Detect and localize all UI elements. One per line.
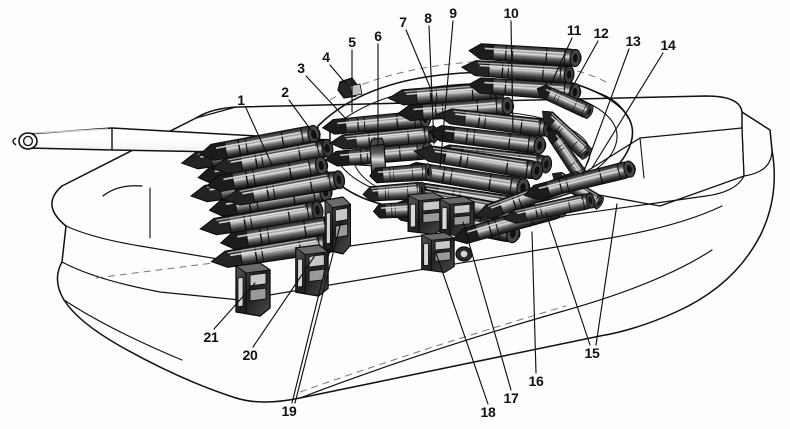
leader-line-15	[595, 203, 618, 346]
callout-number-20: 20	[242, 347, 258, 363]
leader-line-11	[550, 37, 573, 85]
callout-number-10: 10	[503, 5, 519, 21]
leader-line-16	[531, 231, 537, 374]
leader-line-20	[252, 256, 315, 348]
callout-number-19: 19	[281, 403, 297, 419]
leader-line-19	[291, 224, 337, 404]
callout-number-11: 11	[566, 22, 582, 38]
callout-number-13: 13	[625, 33, 641, 49]
leader-line-8	[428, 25, 435, 145]
callout-number-21: 21	[203, 329, 219, 345]
leader-line-15	[545, 212, 591, 346]
leader-line-4	[329, 64, 348, 86]
callout-number-17: 17	[503, 390, 519, 406]
callout-number-5: 5	[348, 34, 356, 50]
leader-line-19	[294, 221, 342, 404]
callout-number-15: 15	[584, 345, 600, 361]
stowage-clip	[407, 192, 445, 236]
callout-leader-lines	[213, 20, 664, 405]
stowage-clip	[235, 262, 271, 317]
stowage-clip	[324, 196, 352, 255]
callout-number-18: 18	[480, 404, 496, 420]
callout-number-8: 8	[424, 10, 432, 26]
deck-ammo-rack	[407, 169, 587, 274]
leader-line-9	[439, 20, 454, 169]
leader-line-18	[435, 252, 489, 405]
callout-number-1: 1	[237, 92, 245, 108]
callout-number-7: 7	[399, 14, 407, 30]
leader-line-1	[245, 107, 273, 166]
stowage-clip	[295, 244, 329, 297]
hull-outline	[51, 71, 776, 403]
leader-line-12	[567, 40, 599, 96]
callout-number-4: 4	[322, 49, 330, 65]
callout-number-2: 2	[281, 84, 289, 100]
leader-line-21	[213, 282, 256, 330]
callout-number-16: 16	[528, 373, 544, 389]
leader-line-2	[288, 99, 328, 153]
leader-line-7	[405, 29, 431, 88]
leader-line-10	[510, 20, 514, 133]
leader-line-13	[582, 48, 630, 175]
stowage-clip	[421, 232, 455, 274]
callout-number-6: 6	[374, 28, 382, 44]
leader-line-17	[462, 221, 512, 391]
callout-number-12: 12	[593, 25, 609, 41]
leader-line-14	[591, 52, 664, 169]
callout-number-14: 14	[660, 37, 676, 53]
callout-number-9: 9	[449, 5, 457, 21]
callout-number-3: 3	[297, 60, 305, 76]
leader-line-3	[305, 75, 349, 122]
